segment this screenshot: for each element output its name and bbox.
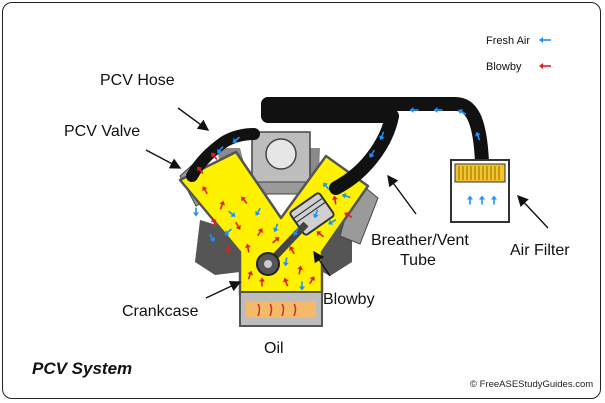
- flow-arrow-icon: [475, 131, 481, 141]
- flow-arrow-icon: [433, 107, 443, 113]
- flow-arrow-icon: [211, 217, 217, 227]
- flow-arrow-icon: [539, 37, 551, 43]
- credit-text: © FreeASEStudyGuides.com: [470, 379, 594, 390]
- flow-arrow-icon: [202, 186, 208, 195]
- flow-arrow-icon: [273, 223, 279, 233]
- flow-arrow-icon: [379, 131, 385, 141]
- flow-arrow-icon: [467, 195, 473, 205]
- legend-fresh-air-arrow-icon: [539, 37, 551, 43]
- flow-arrow-icon: [193, 207, 199, 217]
- label-breather-line1: Breather/Vent: [371, 232, 469, 249]
- blowby-arrows: [197, 152, 353, 287]
- flow-arrow-icon: [479, 195, 485, 205]
- flow-arrow-icon: [255, 207, 261, 216]
- flow-arrow-icon: [309, 276, 315, 285]
- flow-arrow-icon: [344, 212, 353, 218]
- diagram-caption: PCV System: [32, 359, 133, 378]
- flow-arrow-icon: [283, 277, 289, 287]
- flow-arrow-icon: [228, 210, 236, 217]
- flow-arrow-icon: [225, 245, 231, 255]
- piston-assembly: [256, 192, 335, 276]
- flow-arrow-icon: [409, 107, 419, 113]
- flow-arrow-icon: [211, 152, 218, 160]
- flow-arrow-icon: [282, 257, 289, 267]
- flow-arrow-icon: [247, 270, 253, 280]
- flow-arrow-icon: [257, 228, 263, 237]
- label-pcv-valve: PCV Valve: [64, 123, 141, 140]
- label-crankcase: Crankcase: [122, 303, 199, 320]
- flow-arrow-icon: [491, 195, 497, 205]
- label-air-filter: Air Filter: [510, 242, 570, 259]
- flow-arrow-icon: [539, 63, 551, 69]
- flow-arrow-icon: [289, 246, 295, 255]
- air-filter-housing: [450, 159, 510, 223]
- flow-arrow-icon: [209, 233, 215, 242]
- leader-lines: [145, 107, 549, 299]
- hoses: [186, 97, 489, 195]
- flow-arrow-icon: [323, 182, 330, 190]
- flow-arrow-icon: [217, 146, 224, 154]
- flow-arrow-icon: [232, 136, 240, 143]
- flow-arrow-icon: [299, 281, 305, 291]
- flow-arrow-icon: [241, 196, 248, 204]
- flow-arrow-icon: [197, 166, 204, 174]
- label-pcv-hose: PCV Hose: [100, 72, 175, 89]
- flow-arrow-icon: [219, 200, 225, 210]
- flow-arrow-icon: [458, 109, 467, 115]
- label-breather-line2: Tube: [400, 252, 436, 269]
- flow-arrow-icon: [272, 237, 280, 244]
- legend-arrows: [539, 37, 551, 69]
- flow-arrow-icon: [244, 243, 251, 253]
- oil-pan: [239, 291, 323, 327]
- flow-arrow-icon: [259, 277, 265, 287]
- flow-arrow-icon: [235, 221, 241, 230]
- flow-arrow-icon: [297, 265, 304, 275]
- flow-arrow-icon: [313, 209, 319, 219]
- flow-arrow-icon: [328, 219, 337, 225]
- flow-arrow-icon: [341, 193, 351, 199]
- label-oil: Oil: [264, 340, 284, 357]
- flow-arrow-icon: [331, 195, 338, 205]
- legend-fresh-air-label: Fresh Air: [486, 35, 531, 47]
- flow-arrow-icon: [316, 231, 324, 238]
- label-blowby: Blowby: [323, 291, 375, 308]
- legend-blowby-arrow-icon: [539, 63, 551, 69]
- legend-blowby-label: Blowby: [486, 61, 522, 73]
- flow-arrow-icon: [369, 149, 375, 158]
- flow-arrow-icon: [293, 227, 299, 236]
- fresh-air-arrows: [193, 107, 497, 291]
- flow-arrow-icon: [224, 228, 232, 235]
